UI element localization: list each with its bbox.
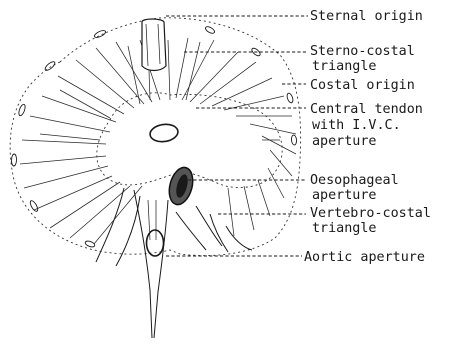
crura xyxy=(96,188,252,338)
leader-lines xyxy=(166,16,308,256)
aortic-aperture xyxy=(147,230,164,256)
label-line: triangle xyxy=(312,221,377,236)
ivc-aperture xyxy=(149,123,179,144)
label-line: with I.V.C. xyxy=(312,118,401,133)
label-sternal-origin: Sternal origin xyxy=(310,9,423,24)
label-vertebro-costal-triangle: Vertebro-costal triangle xyxy=(310,206,439,236)
oesophageal-aperture-shape xyxy=(165,165,196,207)
label-line: triangle xyxy=(312,59,377,74)
label-costal-origin: Costal origin xyxy=(310,78,415,93)
label-line: Aortic aperture xyxy=(304,250,425,265)
label-line: Central tendon xyxy=(310,102,423,117)
label-line: Vertebro-costal xyxy=(310,206,431,221)
label-line: Oesophageal xyxy=(310,173,399,188)
label-line: Sternal origin xyxy=(310,9,423,24)
label-oesophageal-aperture: Oesophageal aperture xyxy=(310,173,407,203)
label-line: Sterno-costal xyxy=(310,44,415,59)
label-sterno-costal-triangle: Sterno-costal triangle xyxy=(310,44,423,74)
label-central-tendon: Central tendon with I.V.C. aperture xyxy=(310,102,431,149)
label-aortic-aperture: Aortic aperture xyxy=(304,250,425,265)
label-line: aperture xyxy=(312,134,377,149)
sternal-origin-shape xyxy=(142,19,166,71)
label-line: Costal origin xyxy=(310,78,415,93)
label-line: aperture xyxy=(312,188,377,203)
